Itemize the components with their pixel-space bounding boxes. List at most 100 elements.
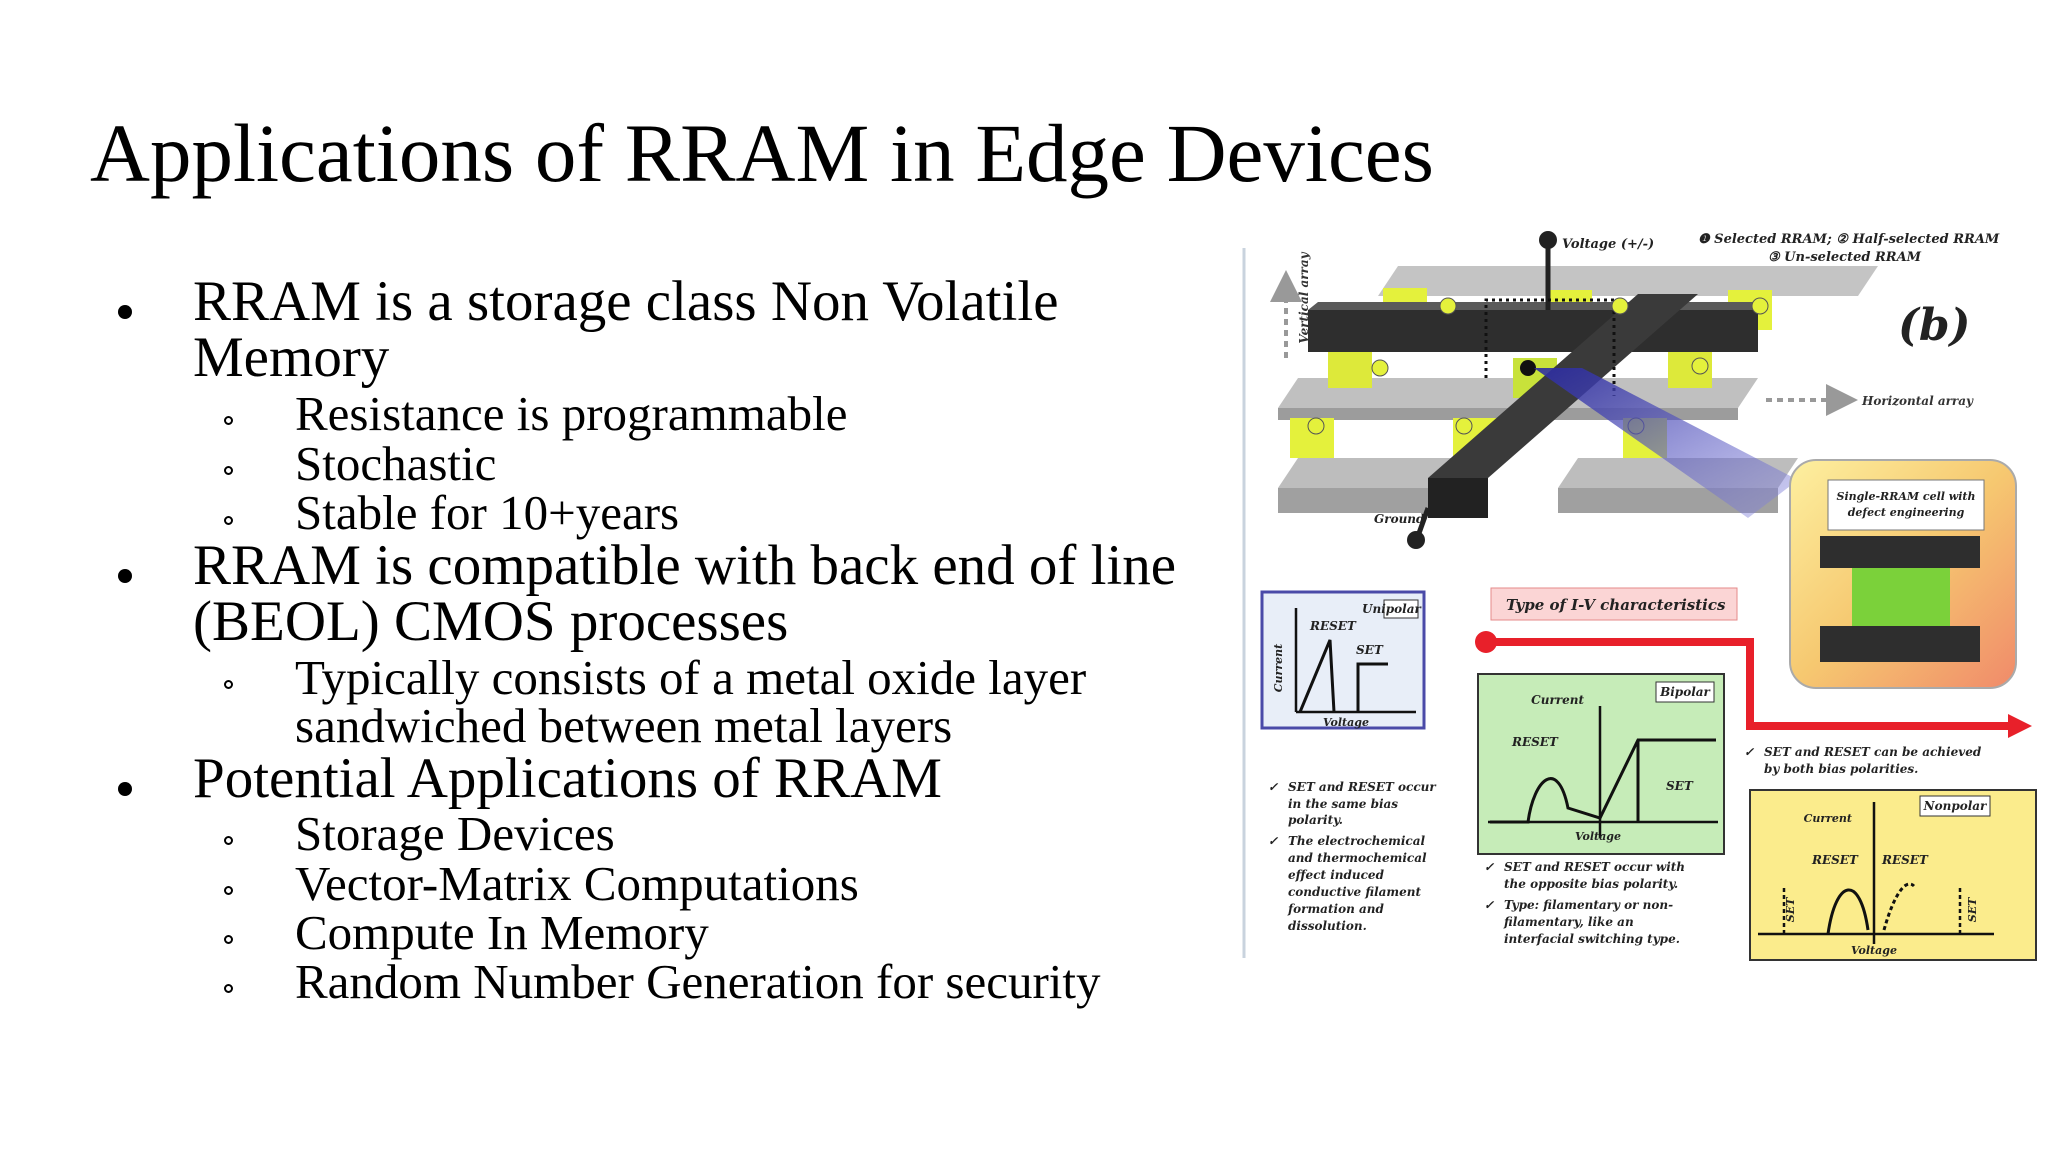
- nonpolar-curve-left: [1826, 888, 1870, 935]
- bipolar-curve: [1490, 738, 1716, 824]
- bullet-text: (BEOL) CMOS processes: [193, 590, 789, 653]
- unipolar-curve: [1298, 639, 1336, 713]
- gray-bar: [1378, 266, 1878, 296]
- zoom-oxide-layer: [1852, 568, 1950, 626]
- bipolar-note: Type: filamentary or non-: [1504, 898, 1673, 912]
- svg-text:✓: ✓: [1744, 745, 1755, 759]
- unipolar-note: conductive filament: [1288, 885, 1421, 899]
- nonpolar-xlabel: Voltage: [1851, 944, 1897, 957]
- bipolar-notes: ✓ SET and RESET occur with the opposite …: [1484, 860, 1685, 946]
- nonpolar-reset-right: RESET: [1881, 853, 1929, 867]
- zoom-bottom-electrode: [1820, 626, 1980, 662]
- unipolar-note: SET and RESET occur: [1288, 780, 1437, 794]
- nonpolar-tag-box: [1919, 795, 1991, 817]
- bullet-dot: [118, 305, 132, 319]
- unipolar-note: in the same bias: [1288, 797, 1398, 811]
- ground-pole: [1415, 507, 1431, 537]
- sub-bullet-text: Stable for 10+years: [295, 485, 680, 540]
- unipolar-set-curve: [1356, 662, 1388, 712]
- ground-label: Ground: [1374, 512, 1425, 526]
- iv-type-box: [1490, 587, 1738, 621]
- unipolar-note: The electrochemical: [1288, 834, 1425, 848]
- sub-bullet-circle: [224, 836, 233, 845]
- bullet-text: Memory: [193, 326, 390, 389]
- nonpolar-ylabel: Current: [1804, 812, 1852, 825]
- unipolar-set: SET: [1356, 643, 1384, 657]
- sub-bullet-circle: [224, 516, 233, 525]
- bipolar-reset: RESET: [1511, 735, 1559, 749]
- legend-line-1: ❶ Selected RRAM; ② Half-selected RRAM: [1698, 232, 2000, 247]
- nonpolar-note: by both bias polarities.: [1764, 762, 1918, 776]
- bipolar-note: SET and RESET occur with: [1504, 860, 1685, 874]
- nonpolar-tag: Nonpolar: [1923, 799, 1988, 813]
- nonpolar-set-left-label: SET: [1784, 897, 1797, 922]
- panel-label: (b): [1898, 300, 1970, 351]
- dark-bar: [1428, 478, 1488, 518]
- bipolar-tag-box: [1655, 681, 1715, 703]
- unipolar-note: formation and: [1287, 902, 1384, 916]
- nonpolar-panel: [1749, 789, 2037, 961]
- sub-bullet-text: Compute In Memory: [295, 905, 709, 960]
- current-path: [1484, 298, 1616, 396]
- sub-bullet-text: Random Number Generation for security: [295, 954, 1101, 1009]
- cell-caption-1: Single-RRAM cell with: [1837, 490, 1976, 503]
- nonpolar-note: SET and RESET can be achieved: [1764, 745, 1982, 759]
- dark-bar: [1308, 302, 1766, 310]
- nonpolar-reset-left: RESET: [1811, 853, 1859, 867]
- unipolar-note: polarity.: [1288, 813, 1343, 827]
- svg-text:✓: ✓: [1484, 860, 1495, 874]
- sub-bullet-text: Typically consists of a metal oxide laye…: [295, 650, 1087, 705]
- bullet-text: Potential Applications of RRAM: [193, 747, 942, 810]
- cell-caption-2: defect engineering: [1848, 506, 1965, 519]
- cell-markers: [1307, 297, 1769, 435]
- unipolar-tag-box: [1383, 599, 1419, 619]
- bullet-dot: [118, 782, 132, 796]
- sub-bullet-circle: [224, 886, 233, 895]
- sub-bullet-circle: [224, 984, 233, 993]
- sub-bullet-circle: [224, 416, 233, 425]
- gray-bar: [1278, 488, 1468, 513]
- unipolar-reset: RESET: [1309, 619, 1357, 633]
- red-arrow-head: [2008, 714, 2032, 738]
- vertical-array-label: Vertical array: [1297, 251, 1311, 343]
- sub-bullet-circle: [224, 466, 233, 475]
- bipolar-xlabel: Voltage: [1575, 830, 1621, 843]
- unipolar-note: dissolution.: [1288, 919, 1367, 933]
- rram-cell: [1328, 348, 1372, 388]
- zoom-beam: [1534, 368, 1798, 518]
- sub-bullet-circle: [224, 680, 233, 689]
- unipolar-notes: ✓ SET and RESET occur in the same bias p…: [1268, 780, 1437, 933]
- bullet-dot: [118, 569, 132, 583]
- unipolar-ylabel: Current: [1272, 644, 1285, 692]
- sub-bullet-text: sandwiched between metal layers: [295, 698, 953, 753]
- selected-cell-marker: [1520, 360, 1536, 376]
- iv-type-label: Type of I-V characteristics: [1506, 596, 1726, 614]
- bipolar-set: SET: [1666, 779, 1694, 793]
- dark-bar: [1308, 310, 1758, 352]
- sub-bullet-text: Storage Devices: [295, 806, 615, 861]
- nonpolar-set-right-label: SET: [1966, 897, 1979, 922]
- voltage-terminal: [1539, 231, 1557, 249]
- bullet-text: RRAM is compatible with back end of line: [193, 534, 1177, 597]
- horizontal-array-label: Horizontal array: [1861, 394, 1974, 408]
- bipolar-note: the opposite bias polarity.: [1504, 877, 1678, 891]
- legend-line-2: ③ Un-selected RRAM: [1768, 250, 1922, 265]
- svg-text:✓: ✓: [1484, 898, 1495, 912]
- red-arrow: [1486, 638, 2008, 730]
- sub-bullet-text: Stochastic: [295, 436, 497, 491]
- ground-terminal: [1407, 531, 1425, 549]
- svg-text:✓: ✓: [1268, 780, 1279, 794]
- unipolar-note: and thermochemical: [1288, 851, 1427, 865]
- bullet-text: RRAM is a storage class Non Volatile: [193, 270, 1059, 333]
- zoom-top-electrode: [1820, 536, 1980, 568]
- bipolar-note: filamentary, like an: [1503, 915, 1634, 929]
- nonpolar-notes: ✓ SET and RESET can be achieved by both …: [1744, 745, 1982, 776]
- bipolar-note: interfacial switching type.: [1504, 932, 1680, 946]
- unipolar-xlabel: Voltage: [1323, 716, 1369, 729]
- slide-title: Applications of RRAM in Edge Devices: [90, 107, 1434, 199]
- sub-bullet-circle: [224, 935, 233, 944]
- unipolar-tag: Unipolar: [1362, 602, 1422, 616]
- nonpolar-curve-right: [1882, 882, 1916, 931]
- sub-bullet-text: Resistance is programmable: [295, 386, 848, 441]
